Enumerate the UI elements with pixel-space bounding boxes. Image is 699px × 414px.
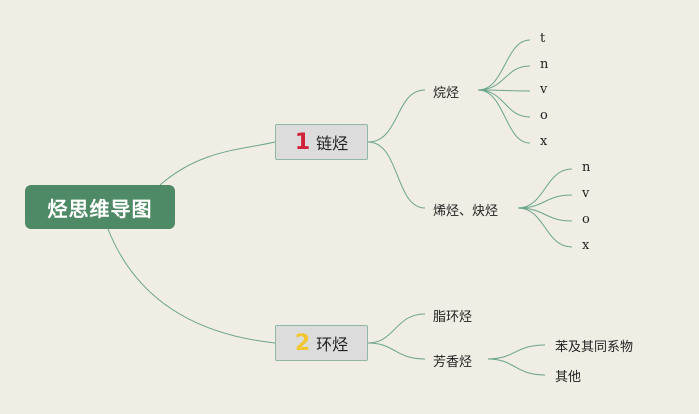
connector-leaf bbox=[517, 207, 573, 248]
root-node[interactable]: 烃思维导图 bbox=[25, 185, 175, 229]
leaf-item[interactable]: t bbox=[540, 31, 546, 46]
connector-root-branch1 bbox=[159, 141, 276, 186]
branch-node-cyclic-hydrocarbons[interactable]: 2 环烃 bbox=[275, 325, 368, 361]
leaf-item[interactable]: x bbox=[540, 134, 548, 149]
topic-alkenes-alkynes[interactable]: 烯烃、炔烃 bbox=[433, 204, 499, 219]
leaf-item[interactable]: o bbox=[582, 212, 590, 227]
connector-leaf bbox=[477, 89, 531, 144]
branch-node-chain-hydrocarbons[interactable]: 1 链烃 bbox=[275, 124, 368, 160]
connector-branch2-child1 bbox=[367, 313, 426, 344]
leaf-item[interactable]: v bbox=[582, 186, 590, 201]
branch-label: 链烃 bbox=[316, 134, 349, 153]
topic-alicyclic[interactable]: 脂环烃 bbox=[433, 310, 473, 325]
leaf-item[interactable]: v bbox=[540, 82, 548, 97]
leaf-item[interactable]: n bbox=[582, 160, 591, 175]
connector-branch2-child2 bbox=[367, 342, 426, 360]
connector-leaf bbox=[517, 207, 573, 222]
branch-number-1: 1 bbox=[294, 129, 311, 155]
leaf-item[interactable]: x bbox=[582, 238, 590, 253]
connector-leaf bbox=[517, 168, 573, 209]
connector-branch1-child1 bbox=[367, 89, 426, 143]
connector-leaf bbox=[487, 344, 546, 360]
connector-leaf bbox=[477, 39, 531, 91]
connector-leaf bbox=[517, 194, 573, 209]
branch-label: 环烃 bbox=[316, 335, 349, 354]
leaf-item-others[interactable]: 其他 bbox=[555, 370, 582, 385]
connector-leaf bbox=[487, 358, 546, 376]
leaf-item[interactable]: o bbox=[540, 108, 548, 123]
connector-root-branch2 bbox=[107, 228, 276, 344]
branch-number-2: 2 bbox=[294, 330, 311, 356]
connector-leaf bbox=[477, 89, 531, 118]
leaf-item-benzene-homologs[interactable]: 苯及其同系物 bbox=[555, 340, 634, 355]
connector-branch1-child2 bbox=[367, 141, 426, 209]
connector-leaf bbox=[477, 65, 531, 91]
topic-aromatic[interactable]: 芳香烃 bbox=[433, 355, 473, 370]
topic-alkanes[interactable]: 烷烃 bbox=[433, 86, 460, 101]
leaf-item[interactable]: n bbox=[540, 57, 549, 72]
